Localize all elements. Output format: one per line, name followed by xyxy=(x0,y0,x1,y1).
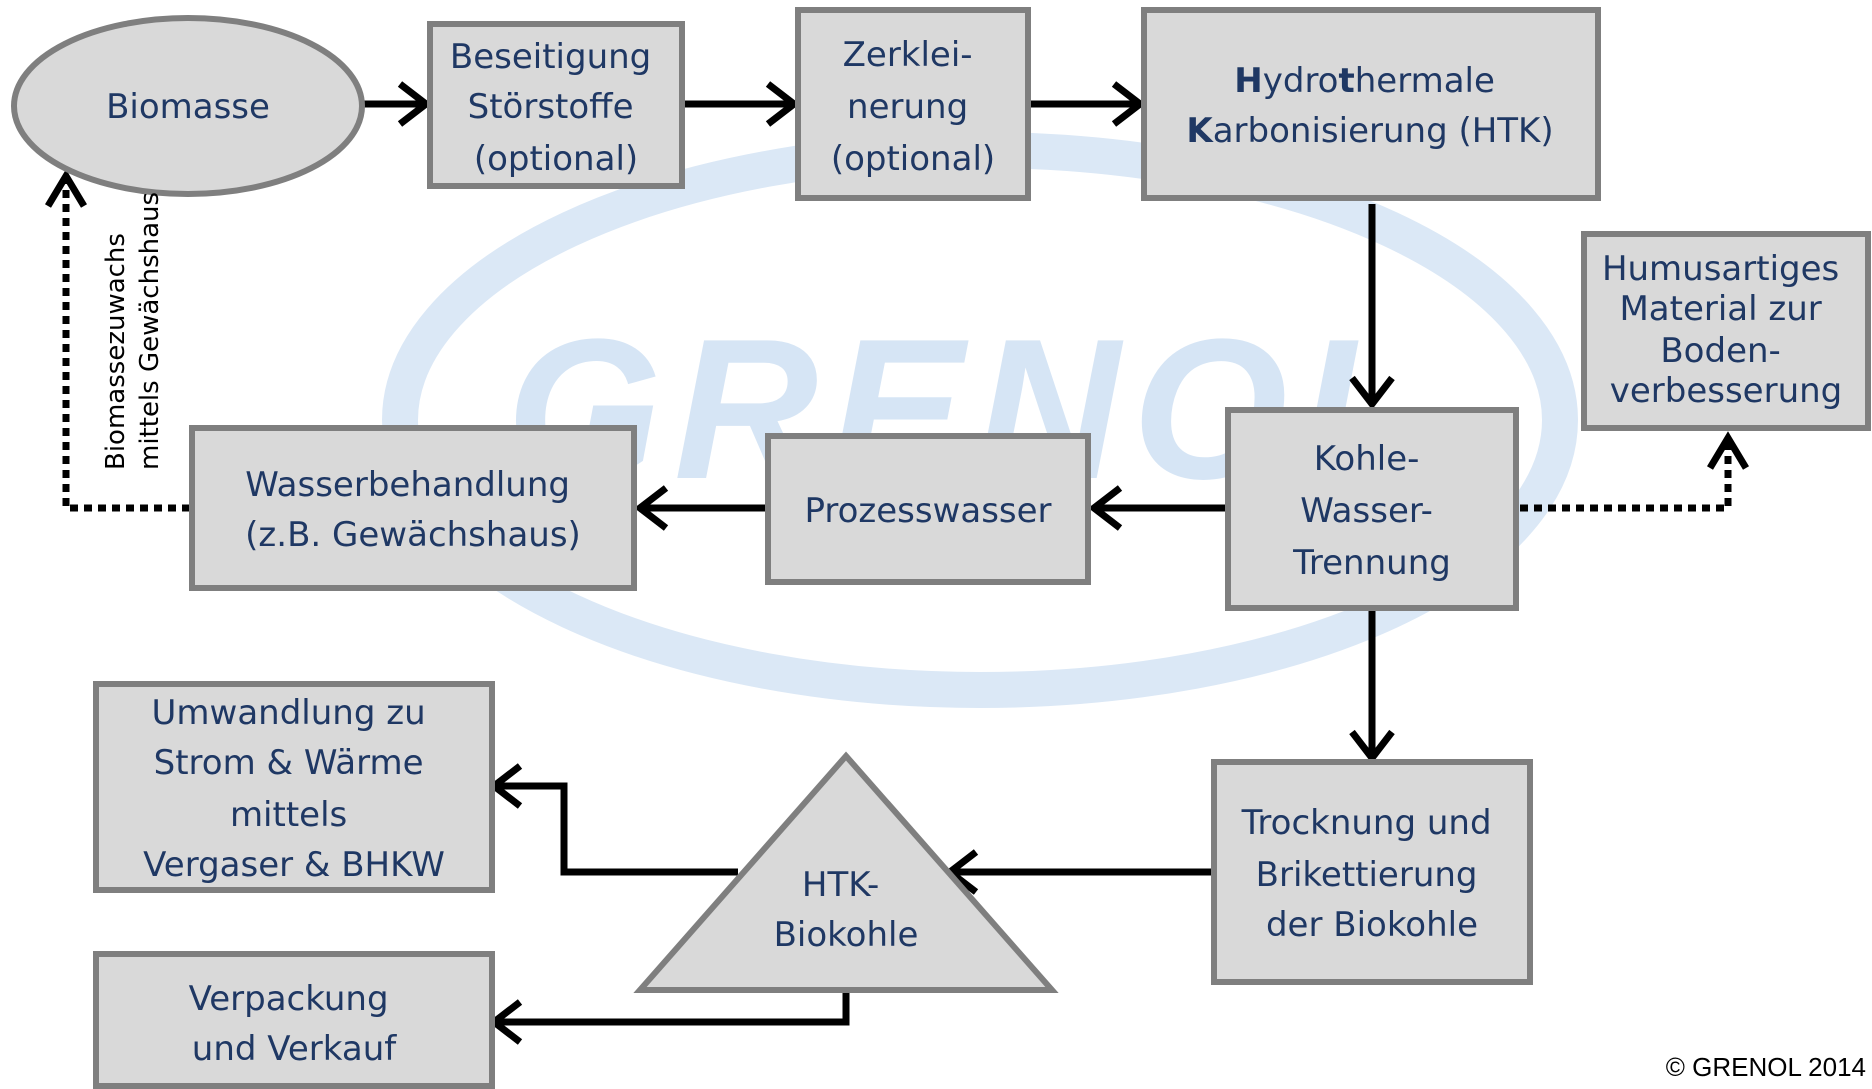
dotted-arrow-humus xyxy=(1520,440,1732,512)
trocknung-line-2: Brikettierung xyxy=(1256,855,1478,895)
arrowhead-prozesswasser xyxy=(1088,485,1123,531)
umwandlung-line-2: Strom & Wärme xyxy=(154,743,424,783)
node-trocknung: Trocknung und Brikettierung der Biokohle xyxy=(1211,759,1533,985)
dotted-arrowhead-biomasse xyxy=(44,169,88,208)
umwandlung-line-3: mittels xyxy=(230,795,347,835)
kohle-wasser-label: Kohle- Wasser- Trennung xyxy=(1292,439,1451,583)
verpackung-line-2: und Verkauf xyxy=(192,1029,397,1069)
node-kohle-wasser: Kohle- Wasser- Trennung xyxy=(1225,407,1519,611)
side-label-line-2: mittels Gewächshaus xyxy=(135,192,165,470)
beseitigung-line-2: Störstoffe xyxy=(468,87,634,127)
copyright-notice: © GRENOL 2014 xyxy=(1665,1052,1866,1082)
beseitigung-line-1: Beseitigung xyxy=(450,37,651,77)
arrowhead-trocknung xyxy=(1349,729,1395,764)
zerkleinerung-line-2: nerung xyxy=(847,87,968,127)
humus-line-1: Humusartiges xyxy=(1602,249,1839,289)
humus-label: Humusartiges Material zur Boden- verbess… xyxy=(1602,249,1850,411)
kohle-wasser-line-3: Trennung xyxy=(1292,543,1451,583)
arrow-biokohle-verpackung xyxy=(494,990,850,1026)
humus-box xyxy=(1581,231,1871,431)
trocknung-label: Trocknung und Brikettierung der Biokohle xyxy=(1241,803,1503,945)
biomasse-ellipse xyxy=(11,15,365,197)
trocknung-line-3: der Biokohle xyxy=(1266,905,1478,945)
biomasse-label: Biomasse xyxy=(106,87,270,127)
htk-line-2: Karbonisierung (HTK) xyxy=(1186,111,1553,151)
beseitigung-box xyxy=(427,21,685,189)
side-label-greenhouse: Biomassezuwachs mittels Gewächshaus xyxy=(101,192,165,470)
umwandlung-line-4: Vergaser & BHKW xyxy=(143,845,445,885)
trocknung-line-1: Trocknung und xyxy=(1241,803,1492,843)
kohle-wasser-line-1: Kohle- xyxy=(1314,439,1420,479)
htk-box xyxy=(1141,7,1601,201)
prozesswasser-box xyxy=(765,433,1091,585)
zerkleinerung-box xyxy=(795,7,1031,201)
verpackung-box xyxy=(93,951,495,1089)
node-humus: Humusartiges Material zur Boden- verbess… xyxy=(1581,231,1871,431)
node-wasserbehandlung: Wasserbehandlung (z.B. Gewächshaus) xyxy=(189,425,637,591)
node-htk-biokohle: HTK- Biokohle xyxy=(633,751,1059,993)
kohle-wasser-line-2: Wasser- xyxy=(1300,491,1433,531)
htk-line-1: Hydrothermale xyxy=(1234,61,1505,101)
zerkleinerung-line-3: (optional) xyxy=(831,139,995,179)
node-zerkleinerung: Zerklei- nerung (optional) xyxy=(795,7,1031,201)
zerkleinerung-line-1: Zerklei- xyxy=(843,35,973,75)
humus-line-4: verbesserung xyxy=(1610,371,1843,411)
htk-biokohle-line-2: Biokohle xyxy=(774,915,919,955)
arrowhead-beseitigung xyxy=(397,81,432,127)
dotted-arrowhead-humus xyxy=(1706,431,1750,470)
arrowhead-wasserbehandlung xyxy=(634,485,669,531)
humus-line-3: Boden- xyxy=(1660,331,1780,371)
wasserbehandlung-box xyxy=(189,425,637,591)
node-umwandlung: Umwandlung zu Strom & Wärme mittels Verg… xyxy=(93,681,495,893)
umwandlung-label: Umwandlung zu Strom & Wärme mittels Verg… xyxy=(143,693,445,885)
node-prozesswasser: Prozesswasser xyxy=(765,433,1091,585)
verpackung-line-1: Verpackung xyxy=(189,979,389,1019)
arrowhead-kohle-wasser xyxy=(1349,375,1395,410)
biomasse-line-1: Biomasse xyxy=(106,87,270,127)
umwandlung-line-1: Umwandlung zu xyxy=(152,693,426,733)
arrow-biokohle-umwandlung xyxy=(494,782,738,876)
arrowhead-zerkleinerung xyxy=(765,81,800,127)
umwandlung-box xyxy=(93,681,495,893)
wasserbehandlung-line-2: (z.B. Gewächshaus) xyxy=(245,515,581,555)
node-verpackung: Verpackung und Verkauf xyxy=(93,951,495,1089)
htk-biokohle-line-1: HTK- xyxy=(802,865,879,905)
verpackung-label: Verpackung und Verkauf xyxy=(189,979,400,1069)
prozesswasser-label: Prozesswasser xyxy=(804,491,1051,531)
wasserbehandlung-label: Wasserbehandlung (z.B. Gewächshaus) xyxy=(245,465,581,555)
beseitigung-label: Beseitigung Störstoffe (optional) xyxy=(450,37,662,179)
htk-biokohle-triangle xyxy=(633,751,1059,993)
node-biomasse: Biomasse xyxy=(11,15,365,197)
zerkleinerung-label: Zerklei- nerung (optional) xyxy=(831,35,995,179)
arrowhead-htk xyxy=(1111,81,1146,127)
node-beseitigung: Beseitigung Störstoffe (optional) xyxy=(427,21,685,189)
node-htk: Hydrothermale Karbonisierung (HTK) xyxy=(1141,7,1601,201)
dotted-connectors xyxy=(44,169,1750,512)
side-label-text: Biomassezuwachs mittels Gewächshaus xyxy=(101,192,165,470)
wasserbehandlung-line-1: Wasserbehandlung xyxy=(245,465,570,505)
humus-line-2: Material zur xyxy=(1619,289,1821,329)
side-label-line-1: Biomassezuwachs xyxy=(101,233,131,470)
htk-label: Hydrothermale Karbonisierung (HTK) xyxy=(1186,61,1553,151)
trocknung-box xyxy=(1211,759,1533,985)
beseitigung-line-3: (optional) xyxy=(474,139,638,179)
prozesswasser-line-1: Prozesswasser xyxy=(804,491,1051,531)
htk-biokohle-label: HTK- Biokohle xyxy=(774,865,919,955)
kohle-wasser-box xyxy=(1225,407,1519,611)
